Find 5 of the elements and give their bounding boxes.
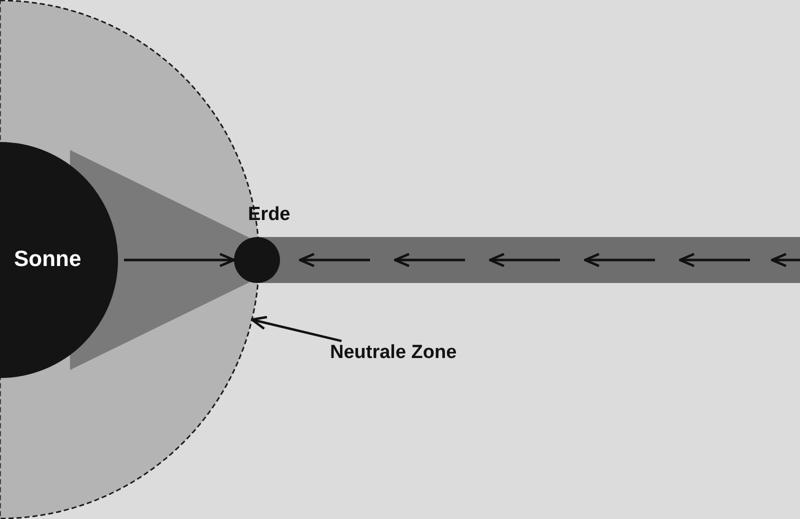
sun-label: Sonne bbox=[14, 246, 82, 272]
arrow bbox=[124, 252, 236, 268]
leader-line bbox=[250, 316, 342, 342]
zone-label: Neutrale Zone bbox=[330, 342, 457, 364]
earth-label: Erde bbox=[248, 204, 290, 226]
